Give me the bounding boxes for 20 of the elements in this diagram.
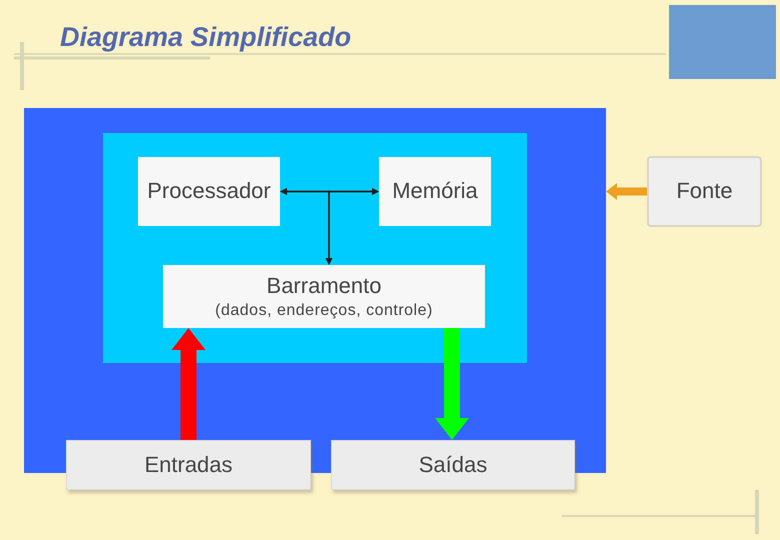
system-box bbox=[24, 108, 606, 473]
node-label: Saídas bbox=[418, 452, 488, 478]
node-label: Barramento bbox=[266, 274, 382, 298]
arrow bbox=[435, 328, 469, 440]
bus-box bbox=[163, 265, 485, 328]
arrow bbox=[326, 188, 379, 265]
processor-box bbox=[138, 157, 280, 226]
node-label: Memória bbox=[392, 179, 478, 204]
arrow bbox=[606, 183, 647, 200]
node-label: Fonte bbox=[676, 179, 733, 204]
node-label: Processador bbox=[147, 179, 271, 204]
power-box bbox=[647, 156, 762, 227]
board-box bbox=[103, 133, 527, 363]
memory-box bbox=[379, 157, 491, 226]
diagram-title: Diagrama Simplificado bbox=[60, 22, 352, 53]
node-label: Entradas bbox=[144, 452, 233, 478]
output-box bbox=[331, 440, 575, 490]
arrow bbox=[172, 328, 206, 440]
node-sublabel: (dados, endereços, controle) bbox=[215, 302, 433, 320]
input-box bbox=[66, 440, 311, 490]
